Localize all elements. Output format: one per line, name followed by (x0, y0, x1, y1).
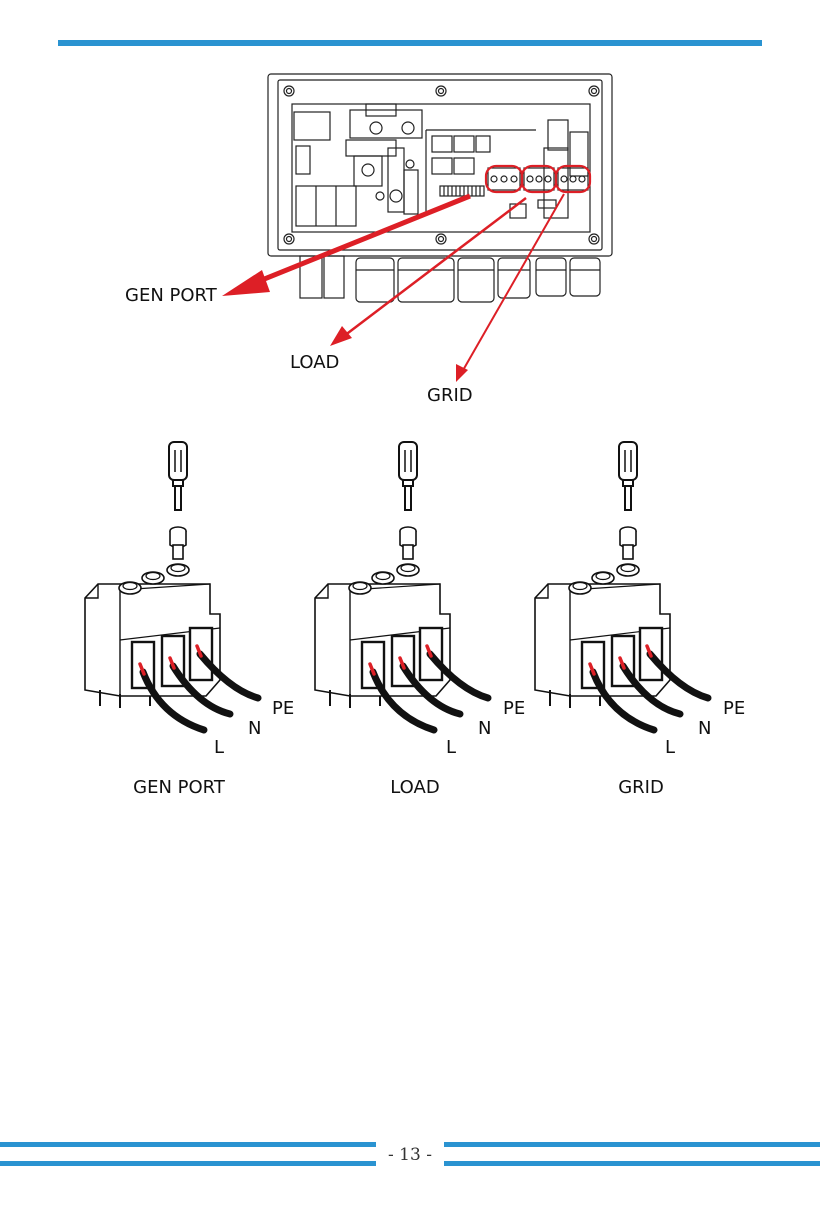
page-number: - 13 - (388, 1145, 432, 1165)
load-terminal-block (315, 442, 488, 730)
grid-label: GRID (427, 385, 473, 406)
footer-rule-right-bottom (444, 1161, 820, 1166)
grid-pe-label: PE (723, 698, 746, 719)
terminal-block-diagrams (0, 0, 820, 820)
grid-l-label: L (665, 737, 676, 758)
gen-port-label: GEN PORT (125, 285, 217, 306)
inverter-wiring-diagram (222, 73, 613, 382)
grid-highlight (554, 164, 592, 194)
load-pe-label: PE (503, 698, 526, 719)
grid-caption: GRID (618, 777, 664, 798)
grid-arrow (461, 193, 565, 373)
load-caption: LOAD (390, 777, 440, 798)
gen-port-arrow (251, 193, 471, 287)
load-l-label: L (446, 737, 457, 758)
load-label: LOAD (290, 352, 340, 373)
inverter-board (291, 103, 591, 233)
gen-port-pe-label: PE (272, 698, 295, 719)
inverter-housing (267, 73, 613, 257)
gen-port-l-label: L (214, 737, 225, 758)
gen-port-caption: GEN PORT (133, 777, 225, 798)
gen-port-terminal-block (85, 442, 258, 730)
gen-port-n-label: N (248, 718, 262, 739)
footer-rule-left-top (0, 1142, 376, 1147)
header-rule (58, 40, 762, 46)
footer-rule-left-bottom (0, 1161, 376, 1166)
load-n-label: N (478, 718, 492, 739)
load-arrow (343, 197, 527, 337)
grid-terminal-block (535, 442, 708, 730)
grid-n-label: N (698, 718, 712, 739)
footer-rule-right-top (444, 1142, 820, 1147)
